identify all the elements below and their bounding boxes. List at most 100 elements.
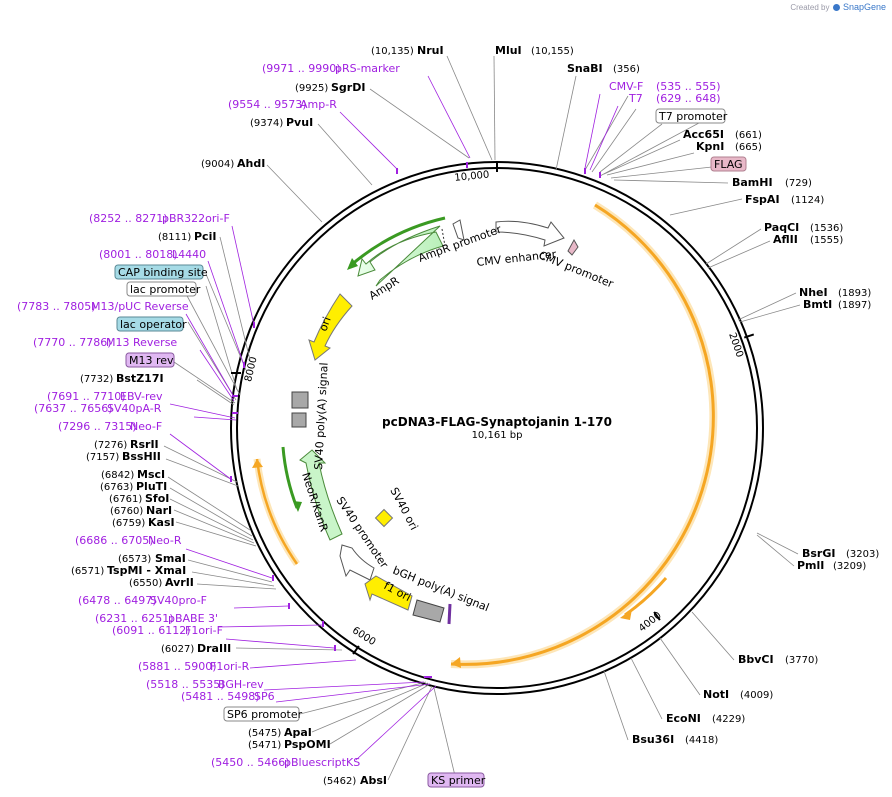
feature-box-label[interactable]: M13 rev — [129, 354, 174, 367]
tick-6000-marker — [352, 645, 360, 655]
site-position: (5475) — [248, 728, 281, 739]
site-name[interactable]: KasI — [148, 516, 175, 529]
site-position: (661) — [735, 130, 762, 141]
site-name[interactable]: AhdI — [237, 157, 265, 170]
tick-4000-marker — [653, 611, 661, 621]
neor-arc — [281, 446, 299, 509]
site-name[interactable]: FspAI — [745, 193, 780, 206]
primer-name[interactable]: L4440 — [172, 248, 206, 261]
site-name[interactable]: SnaBI — [567, 62, 603, 75]
sv40-polya-block-2 — [291, 412, 307, 428]
site-name[interactable]: SgrDI — [331, 81, 365, 94]
primer-marker — [288, 603, 290, 609]
site-position: (1897) — [838, 300, 871, 311]
site-name[interactable]: AvrII — [165, 576, 194, 589]
primer-position: (7691 .. 7710) — [47, 390, 126, 403]
primer-position: (5881 .. 5900) — [138, 660, 217, 673]
primer-name[interactable]: M13 Reverse — [106, 336, 177, 349]
site-position: (6027) — [161, 644, 194, 655]
site-name[interactable]: PaqCI — [764, 221, 799, 234]
bgh-polya-block — [412, 599, 445, 623]
site-name[interactable]: BsrGI — [802, 547, 835, 560]
site-name[interactable]: BamHI — [732, 176, 773, 189]
site-name[interactable]: TspMI - XmaI — [107, 564, 186, 577]
primer-name[interactable]: EBV-rev — [120, 390, 163, 403]
feature-box-label[interactable]: lac promoter — [130, 283, 201, 296]
site-position: (7732) — [80, 374, 113, 385]
site-name[interactable]: AflII — [773, 233, 798, 246]
primer-name[interactable]: pRS-marker — [335, 62, 400, 75]
primer-name[interactable]: F1ori-F — [185, 624, 223, 637]
site-name[interactable]: MluI — [495, 44, 522, 57]
site-position: (6761) — [109, 494, 142, 505]
site-name[interactable]: KpnI — [696, 140, 724, 153]
site-name[interactable]: BssHII — [122, 450, 161, 463]
primer-position: (535 .. 555) — [656, 80, 721, 93]
primer-name[interactable]: pBR322ori-F — [162, 212, 230, 225]
site-name[interactable]: BstZ17I — [116, 372, 164, 385]
site-name[interactable]: NotI — [703, 688, 729, 701]
feature-box — [427, 772, 485, 788]
site-position: (1536) — [810, 223, 843, 234]
site-name[interactable]: ApaI — [284, 726, 312, 739]
site-name[interactable]: PluTI — [136, 480, 167, 493]
primer-position: (7296 .. 7315) — [58, 420, 137, 433]
site-name[interactable]: Bsu36I — [632, 733, 674, 746]
primer-name[interactable]: T7 — [628, 92, 643, 105]
site-position: (665) — [735, 142, 762, 153]
primer-name[interactable]: pBluescriptKS — [284, 756, 360, 769]
feature-box-label[interactable]: KS primer — [431, 774, 486, 787]
primer-name[interactable]: pBABE 3' — [168, 612, 218, 625]
tick-8000-marker — [231, 372, 241, 374]
site-name[interactable]: PspOMI — [284, 738, 331, 751]
feature-box-label[interactable]: lac operator — [120, 318, 187, 331]
site-name[interactable]: RsrII — [130, 438, 159, 451]
primer-name[interactable]: F1ori-R — [210, 660, 250, 673]
site-name[interactable]: MscI — [137, 468, 165, 481]
right-sites: SnaBI (356) CMV-F (535 .. 555) T7 (629 .… — [567, 62, 879, 746]
site-name[interactable]: BbvCI — [738, 653, 774, 666]
site-name[interactable]: NheI — [799, 286, 828, 299]
primer-position: (6478 .. 6497) — [78, 594, 157, 607]
site-position: (356) — [613, 64, 640, 75]
primer-marker — [584, 168, 586, 174]
primer-name[interactable]: Neo-F — [130, 420, 162, 433]
site-name[interactable]: NruI — [417, 44, 444, 57]
site-position: (9374) — [250, 118, 283, 129]
site-name[interactable]: DraIII — [197, 642, 231, 655]
site-position: (6550) — [129, 578, 162, 589]
site-name[interactable]: SfoI — [145, 492, 169, 505]
site-name[interactable]: BmtI — [803, 298, 832, 311]
left-arc — [255, 458, 299, 565]
sv40-polya-block — [291, 391, 309, 409]
site-name[interactable]: NarI — [146, 504, 172, 517]
site-name[interactable]: Acc65I — [683, 128, 724, 141]
primer-name[interactable]: Amp-R — [300, 98, 337, 111]
site-name[interactable]: PmlI — [797, 559, 824, 572]
primer-marker — [396, 168, 398, 174]
primer-position: (7783 .. 7805) — [17, 300, 96, 313]
primer-position: (5450 .. 5466) — [211, 756, 290, 769]
site-position: (6573) — [118, 554, 151, 565]
feature-label: CMV promoter — [537, 249, 616, 291]
feature-box-label[interactable]: SP6 promoter — [227, 708, 303, 721]
primer-name[interactable]: SV40pro-F — [150, 594, 207, 607]
primer-name[interactable]: SP6 — [254, 690, 275, 703]
site-name[interactable]: EcoNI — [666, 712, 701, 725]
site-name[interactable]: PvuI — [286, 116, 313, 129]
primer-name[interactable]: Neo-R — [148, 534, 182, 547]
primer-name[interactable]: M13/pUC Reverse — [91, 300, 189, 313]
primer-name[interactable]: SV40pA-R — [107, 402, 162, 415]
site-name[interactable]: PciI — [194, 230, 216, 243]
primer-name[interactable]: BGH-rev — [218, 678, 264, 691]
site-name[interactable]: AbsI — [360, 774, 387, 787]
primer-name[interactable]: CMV-F — [609, 80, 643, 93]
primer-marker — [230, 476, 232, 482]
feature-box-label[interactable]: CAP binding site — [118, 266, 208, 279]
feature-box-label[interactable]: T7 promoter — [658, 110, 728, 123]
site-name[interactable]: SmaI — [155, 552, 186, 565]
primer-position: (5518 .. 5535) — [146, 678, 225, 691]
site-position: (1124) — [791, 195, 824, 206]
feature-box-label[interactable]: FLAG — [714, 158, 743, 171]
